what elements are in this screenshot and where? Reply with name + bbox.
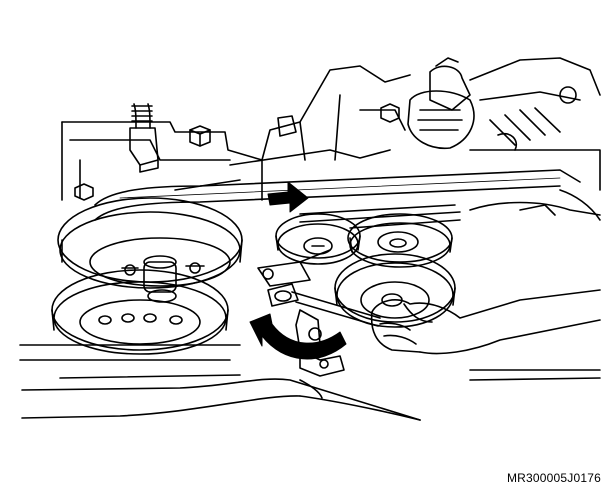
technician-hand [370, 189, 601, 355]
coolant-hose [129, 103, 159, 173]
ac-compressor-pulley [334, 253, 456, 328]
crankshaft-pulley-upper [57, 197, 243, 289]
tensioner-arm [257, 249, 331, 287]
figure-reference-code: MR300005J0176 [506, 471, 601, 485]
curved-arrow-icon [249, 313, 347, 360]
alternator [407, 57, 601, 191]
breaker-bar-tool[interactable] [267, 283, 381, 351]
tensioner-pulley [275, 213, 361, 265]
engine-block-outline [19, 65, 411, 361]
block-bolts [74, 103, 400, 201]
arrow-right-icon [267, 181, 309, 213]
crankshaft-pulley-lower [51, 269, 229, 355]
idler-pulley [347, 213, 453, 268]
drive-belt [94, 169, 581, 229]
crankshaft-hub [121, 255, 205, 303]
subframe [21, 349, 601, 421]
